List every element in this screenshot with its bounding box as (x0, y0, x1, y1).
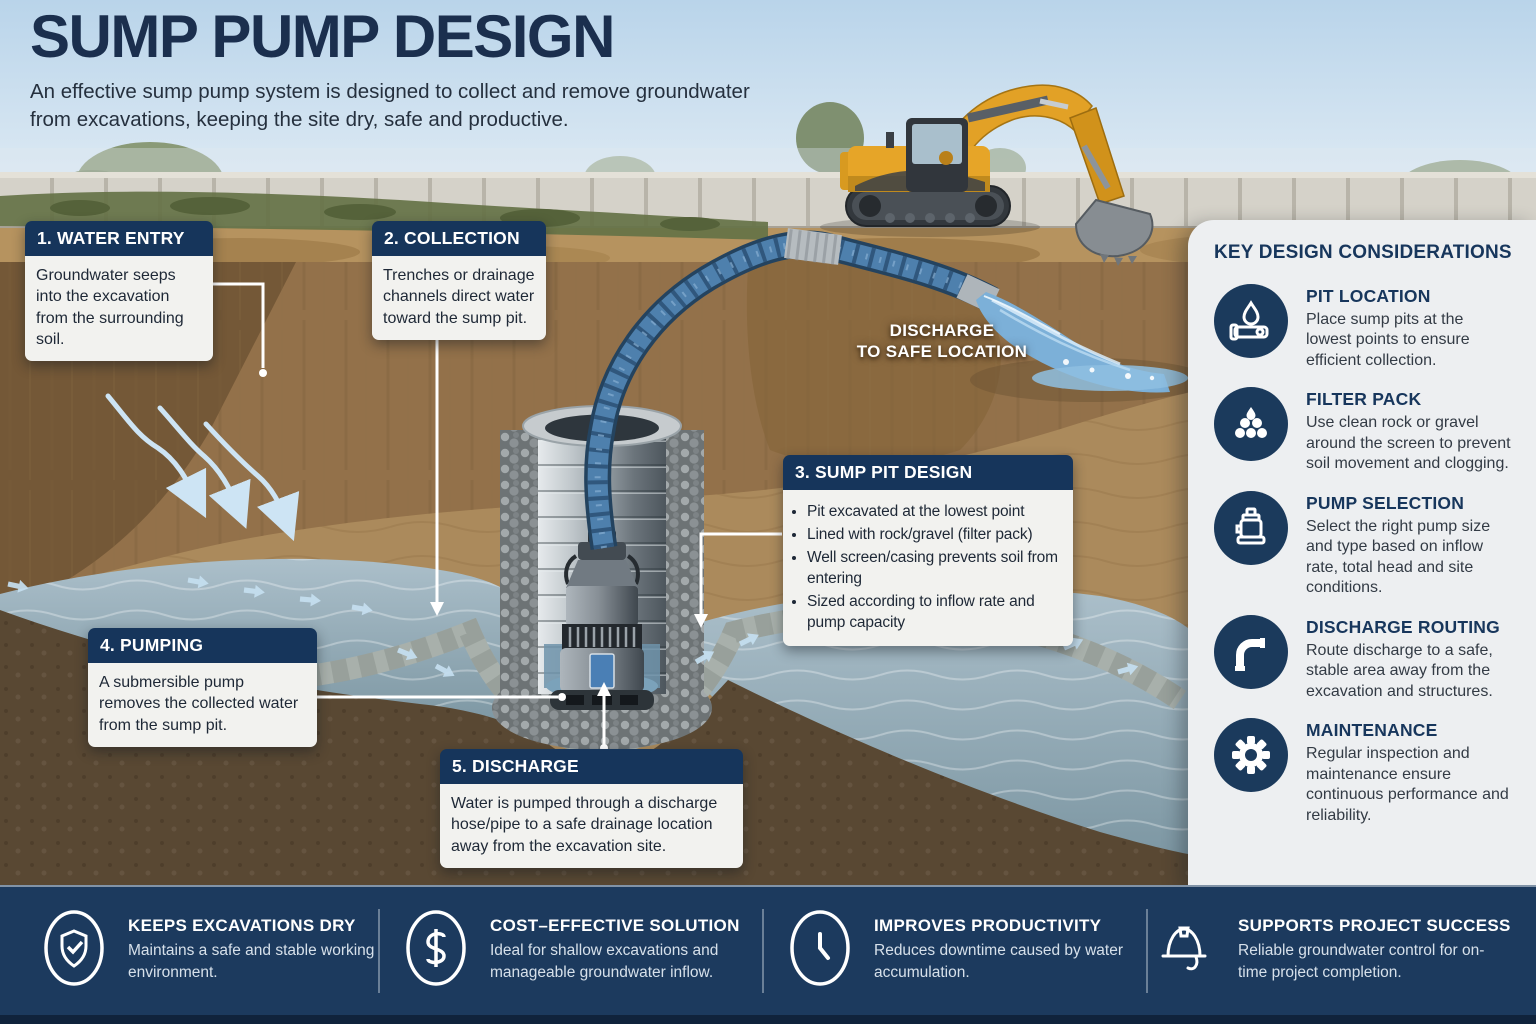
panel-item-pump-selection: PUMP SELECTION Select the right pump siz… (1214, 490, 1522, 599)
page-subtitle: An effective sump pump system is designe… (30, 80, 750, 132)
callout-collection-body: Trenches or drainage channels direct wat… (372, 256, 546, 340)
callout-collection: 2. COLLECTION Trenches or drainage chann… (372, 221, 546, 340)
benefit-body: Maintains a safe and stable working envi… (128, 942, 375, 981)
benefit-title: IMPROVES PRODUCTIVITY (874, 916, 1102, 935)
callout-water-entry: 1. WATER ENTRY Groundwater seeps into th… (25, 221, 213, 362)
panel-item-title: DISCHARGE ROUTING (1306, 616, 1500, 637)
excavator-bucket (1074, 198, 1154, 258)
foreground-soil (0, 610, 1188, 888)
callout-water-entry-body: Groundwater seeps into the excavation fr… (25, 256, 213, 362)
callout-pumping: 4. PUMPING A submersible pump removes th… (88, 628, 317, 747)
benefit-project-success: SUPPORTS PROJECT SUCCESS Reliable ground… (1152, 903, 1511, 997)
panel-item-maintenance: MAINTENANCE Regular inspection and maint… (1214, 718, 1522, 826)
discharge-label-line2: TO SAFE LOCATION (856, 342, 1028, 362)
page-title: SUMP PUMP DESIGN (30, 3, 615, 70)
panel-item-discharge-routing: DISCHARGE ROUTING Route discharge to a s… (1214, 614, 1522, 702)
clock-icon (788, 907, 852, 994)
benefit-title: COST–EFFECTIVE SOLUTION (490, 916, 740, 935)
callout-discharge-title: 5. DISCHARGE (440, 749, 743, 784)
panel-item-title: PUMP SELECTION (1306, 492, 1465, 513)
benefits-bar: KEEPS EXCAVATIONS DRY Maintains a safe a… (0, 885, 1536, 1024)
excavator-arm (1069, 107, 1125, 205)
panel-item-body: Select the right pump size and type base… (1306, 517, 1491, 597)
callout-sump-pit-design: 3. SUMP PIT DESIGN Pit excavated at the … (783, 455, 1073, 647)
panel-item-filter-pack: FILTER PACK Use clean rock or gravel aro… (1214, 387, 1522, 474)
benefit-title: KEEPS EXCAVATIONS DRY (128, 916, 356, 935)
panel-item-title: PIT LOCATION (1306, 286, 1431, 306)
benefit-body: Ideal for shallow excavations and manage… (490, 942, 719, 981)
panel-item-body: Route discharge to a safe, stable area a… (1306, 641, 1493, 700)
benefit-cost-effective: COST–EFFECTIVE SOLUTION Ideal for shallo… (404, 903, 742, 997)
sump-pit-bullet: Sized according to inflow rate and pump … (807, 591, 1065, 633)
discharge-stream (970, 292, 1210, 402)
droplet-pipe-icon (1214, 284, 1288, 358)
benefit-body: Reliable groundwater control for on-time… (1238, 942, 1485, 981)
panel-item-body: Place sump pits at the lowest points to … (1306, 311, 1470, 369)
discharge-location-label: DISCHARGE TO SAFE LOCATION (852, 320, 1032, 363)
callout-discharge-body: Water is pumped through a discharge hose… (440, 784, 743, 868)
gravel-icon (1214, 387, 1288, 462)
hardhat-icon (1152, 907, 1216, 994)
shield-check-icon (42, 907, 106, 994)
discharge-hose (584, 228, 1000, 551)
leader-sump-pit (699, 532, 782, 616)
panel-item-body: Use clean rock or gravel around the scre… (1306, 414, 1511, 473)
callout-collection-title: 2. COLLECTION (372, 221, 546, 256)
callout-water-entry-title: 1. WATER ENTRY (25, 221, 213, 256)
panel-item-title: FILTER PACK (1306, 389, 1422, 410)
callout-sump-pit-title: 3. SUMP PIT DESIGN (783, 455, 1073, 490)
callout-sump-pit-bullets: Pit excavated at the lowest point Lined … (783, 490, 1073, 647)
callout-pumping-title: 4. PUMPING (88, 628, 317, 663)
discharge-label-line1: DISCHARGE (889, 321, 995, 340)
sump-pit-bullet: Lined with rock/gravel (filter pack) (807, 524, 1065, 545)
gear-icon (1214, 718, 1288, 793)
hose-coupling (784, 228, 842, 265)
header: SUMP PUMP DESIGN An effective sump pump … (30, 3, 820, 135)
excavator-boom (937, 84, 1093, 174)
callout-pumping-body: A submersible pump removes the collected… (88, 663, 317, 747)
callout-discharge: 5. DISCHARGE Water is pumped through a d… (440, 749, 743, 868)
leader-water-entry (212, 282, 265, 368)
panel-item-title: MAINTENANCE (1306, 720, 1438, 741)
benefit-productivity: IMPROVES PRODUCTIVITY Reduces downtime c… (788, 903, 1126, 997)
sump-pit-bullet: Well screen/casing prevents soil from en… (807, 547, 1065, 589)
panel-item-pit-location: PIT LOCATION Place sump pits at the lowe… (1214, 284, 1522, 371)
pump-icon (1214, 490, 1288, 565)
submersible-pump (550, 530, 654, 710)
key-design-panel: KEY DESIGN CONSIDERATIONS PIT LOCATION P… (1188, 220, 1536, 885)
dollar-icon (404, 907, 468, 994)
seep-lines (105, 393, 300, 542)
footer-divider (762, 909, 764, 993)
panel-item-body: Regular inspection and maintenance ensur… (1306, 745, 1509, 824)
excavator (820, 84, 1154, 266)
pump-label (589, 653, 615, 689)
elbow-pipe-icon (1214, 614, 1288, 689)
benefit-body: Reduces downtime caused by water accumul… (874, 942, 1123, 981)
panel-title: KEY DESIGN CONSIDERATIONS (1214, 242, 1512, 263)
benefit-keeps-dry: KEEPS EXCAVATIONS DRY Maintains a safe a… (42, 903, 380, 997)
sump-pit-bullet: Pit excavated at the lowest point (807, 501, 1065, 522)
footer-divider (1146, 909, 1148, 993)
footer-divider (378, 909, 380, 993)
benefit-title: SUPPORTS PROJECT SUCCESS (1238, 916, 1511, 935)
